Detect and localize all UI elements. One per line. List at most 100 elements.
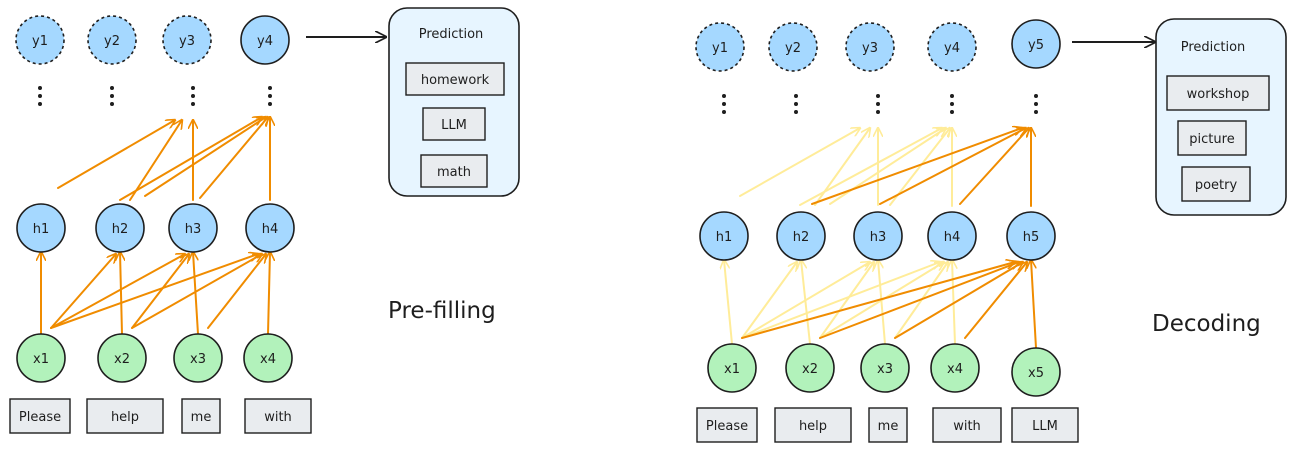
decode-attention-arrow — [741, 262, 870, 339]
decode-output-arrow — [889, 128, 950, 206]
decode-input-label: x1 — [724, 362, 740, 377]
decode-output-arrow — [739, 128, 860, 197]
prefill-output-label: y2 — [104, 34, 120, 49]
decode-output-label: y5 — [1028, 38, 1044, 53]
decode-input-label: x3 — [877, 362, 893, 377]
prefill-output-label: y1 — [32, 34, 48, 49]
decode-input-x5: x5 — [1011, 347, 1061, 397]
decode-arrows-input-to-hidden — [724, 260, 1037, 349]
prefill-output-arrow — [199, 117, 268, 199]
prefill-prediction-title: Prediction — [419, 27, 484, 42]
prefill-output-label: y4 — [257, 34, 273, 49]
prediction-option-label: picture — [1189, 132, 1234, 147]
decode-panel: y1 y2 y3 y4 y5 h1 — [695, 18, 1287, 443]
decode-input-label: x2 — [802, 362, 818, 377]
decode-hidden-label: h5 — [1023, 230, 1040, 245]
prediction-option-math: math — [420, 154, 488, 188]
prefill-token-label: me — [191, 410, 212, 425]
prefill-attention-arrow — [131, 254, 189, 329]
decode-attention-arrow — [952, 260, 955, 345]
prefill-token-label: with — [264, 410, 292, 425]
prefill-attention-arrow — [50, 254, 116, 329]
decode-output-label: y4 — [944, 41, 960, 56]
prefill-output-y3: y3 — [162, 15, 212, 65]
prefill-output-arrow — [129, 120, 182, 201]
decode-hidden-h3: h3 — [853, 211, 903, 261]
prefill-input-label: x1 — [33, 352, 49, 367]
prefill-arrows-input-to-hidden — [41, 252, 270, 335]
prefill-panel: y1 y2 y3 y4 h1 h2 — [9, 7, 520, 434]
prediction-option-label: homework — [421, 73, 490, 88]
decode-hidden-h5: h5 — [1006, 211, 1056, 261]
prefill-output-arrow — [119, 117, 262, 201]
decode-hidden-label: h2 — [793, 230, 810, 245]
decode-input-label: x4 — [947, 362, 963, 377]
prefill-token-label: Please — [19, 410, 61, 425]
decode-arrows-hidden-to-output — [739, 128, 1031, 207]
prefill-token-help: help — [86, 398, 164, 434]
prefill-prediction-box: Prediction homework LLM math — [388, 7, 520, 197]
prefill-attention-arrow — [268, 252, 270, 335]
prefill-phase-label: Pre-filling — [388, 298, 496, 324]
prefill-arrows-hidden-to-output — [57, 117, 270, 201]
decode-attention-arrow — [964, 262, 1027, 339]
prefill-attention-arrow — [50, 254, 258, 329]
prediction-option-label: math — [437, 165, 471, 180]
prefill-input-x4: x4 — [243, 333, 293, 383]
prefill-attention-arrow — [207, 254, 266, 329]
prefill-token-please: Please — [9, 398, 71, 434]
prefill-hidden-h1: h1 — [16, 203, 66, 253]
prediction-option-homework: homework — [405, 62, 505, 96]
decode-token-please: Please — [696, 407, 758, 443]
decode-hidden-h2: h2 — [776, 211, 826, 261]
decode-token-help: help — [774, 407, 852, 443]
prefill-output-y2: y2 — [87, 15, 137, 65]
decode-token-me: me — [868, 407, 908, 443]
prediction-option-poetry: poetry — [1181, 166, 1251, 202]
prefill-input-x1: x1 — [16, 333, 66, 383]
prefill-hidden-h3: h3 — [168, 203, 218, 253]
decode-hidden-label: h3 — [870, 230, 887, 245]
prefill-attention-arrow — [50, 254, 185, 329]
decode-phase-label: Decoding — [1152, 311, 1261, 337]
prefill-token-me: me — [181, 398, 221, 434]
prefill-input-x3: x3 — [173, 333, 223, 383]
prefill-ellipsis-dots — [38, 86, 272, 106]
prediction-option-picture: picture — [1177, 120, 1247, 156]
decode-attention-arrow — [819, 262, 1019, 339]
prefill-input-label: x4 — [260, 352, 276, 367]
decode-output-y4: y4 — [927, 22, 977, 72]
prefill-hidden-h4: h4 — [245, 203, 295, 253]
prefill-token-with: with — [244, 398, 312, 434]
decode-attention-arrow — [878, 260, 886, 345]
decode-hidden-h1: h1 — [699, 211, 749, 261]
decode-prediction-box: Prediction workshop picture poetry — [1155, 18, 1287, 216]
prefill-hidden-h2: h2 — [95, 203, 145, 253]
decode-output-y3: y3 — [845, 22, 895, 72]
prediction-option-label: workshop — [1187, 87, 1250, 102]
decode-token-llm: LLM — [1011, 407, 1079, 443]
decode-output-label: y1 — [712, 41, 728, 56]
decode-token-label: me — [878, 419, 899, 434]
prediction-option-llm: LLM — [422, 107, 486, 141]
prefill-output-y4: y4 — [240, 15, 290, 65]
prefill-hidden-label: h3 — [185, 222, 202, 237]
decode-hidden-label: h1 — [716, 230, 733, 245]
decode-input-x3: x3 — [860, 343, 910, 393]
decode-ellipsis-dots — [722, 94, 1038, 114]
prefill-output-y1: y1 — [15, 15, 65, 65]
decode-output-label: y2 — [785, 41, 801, 56]
decode-output-label: y3 — [862, 41, 878, 56]
decode-attention-arrow — [801, 260, 811, 345]
decode-output-y2: y2 — [768, 22, 818, 72]
prefill-input-label: x2 — [114, 352, 130, 367]
prefill-input-label: x3 — [190, 352, 206, 367]
prediction-option-label: LLM — [441, 118, 467, 133]
decode-attention-arrow — [741, 262, 1015, 339]
decode-attention-arrow — [741, 262, 797, 339]
prefill-input-x2: x2 — [97, 333, 147, 383]
decode-attention-arrow — [819, 262, 874, 339]
decode-attention-arrow — [1031, 260, 1037, 349]
prefill-hidden-label: h4 — [262, 222, 279, 237]
